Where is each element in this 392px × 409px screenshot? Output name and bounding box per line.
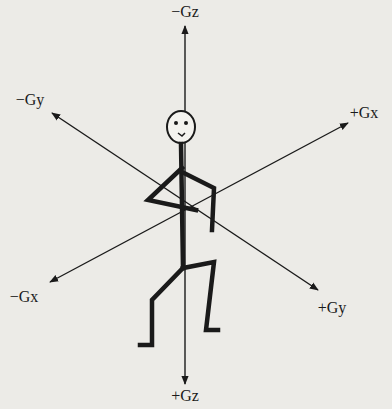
axis-label: +Gz — [169, 387, 201, 405]
axis-label: −Gx — [8, 288, 41, 306]
z-axis — [184, 26, 185, 384]
stick-figure — [140, 111, 218, 345]
axis-label: −Gy — [14, 91, 47, 109]
axis-label: −Gz — [169, 3, 201, 21]
axis-label: +Gy — [316, 299, 349, 317]
axis-label: +Gx — [348, 104, 381, 122]
x-axis — [50, 123, 348, 282]
